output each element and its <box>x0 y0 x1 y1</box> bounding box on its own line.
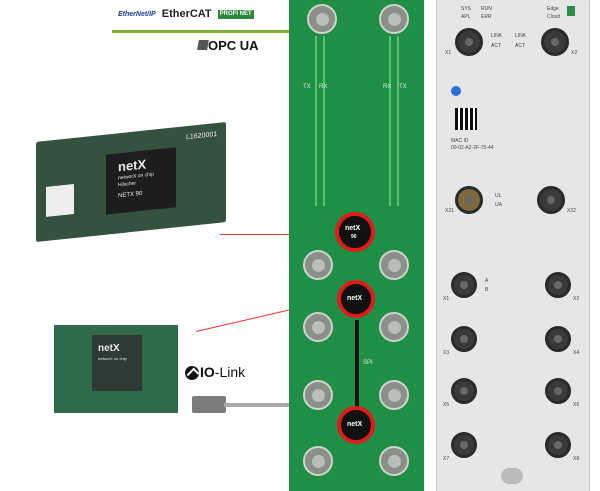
netiol-chip: netX <box>337 406 375 444</box>
pcb-label-tx-right: TX <box>399 84 407 90</box>
pcb-connector-top-right <box>379 4 409 34</box>
status-indicator <box>567 6 575 16</box>
power-port-label: X21 <box>445 208 454 214</box>
io-port-x4 <box>545 326 571 352</box>
leader-line-module <box>220 234 342 235</box>
port-led-link: LINK <box>491 33 503 39</box>
port-led-act: ACT <box>491 43 501 49</box>
pcb-connector <box>303 446 333 476</box>
pcb-connector <box>303 380 333 410</box>
io-port-label: X2 <box>573 296 580 302</box>
led-label-apl: APL <box>461 14 471 20</box>
pcb-trace <box>389 36 391 206</box>
board-subtitle: networX on chip <box>98 356 127 361</box>
iolink-logo: IO-Link <box>200 364 245 380</box>
iolink-prefix: IO <box>200 364 215 380</box>
led-label-err: ERR <box>481 14 492 20</box>
bluetooth-icon <box>451 86 461 96</box>
io-led-b: B <box>485 287 489 293</box>
netiol-chip: netX <box>337 280 375 318</box>
pcb-connector <box>379 312 409 342</box>
opcua-logo: OPC UA <box>208 38 259 53</box>
iolink-suffix: -Link <box>214 364 246 380</box>
netx-board: netX networX on chip <box>54 325 178 413</box>
io-port-label: X1 <box>443 296 450 302</box>
mac-value: 00-02-A2-2F-75-44 <box>451 145 494 151</box>
led-label-edge: Edge <box>547 6 559 12</box>
ethernetip-logo: EtherNet/IP <box>118 10 156 18</box>
pcb-label-rx-right: RX <box>383 84 392 90</box>
chip-brand: netX <box>347 295 363 302</box>
pcb-trace <box>315 36 317 206</box>
spi-bus <box>355 320 359 410</box>
io-port-x2 <box>545 272 571 298</box>
io-port-label: X7 <box>443 456 450 462</box>
pcb-connector-top-left <box>307 4 337 34</box>
io-port-x6 <box>545 378 571 404</box>
power-port-label: X22 <box>567 208 576 214</box>
pcb-trace <box>397 36 399 206</box>
led-label-cloud: Cloud <box>547 14 561 20</box>
netx90-chip: netX 90 <box>335 212 375 252</box>
ethercat-logo: EtherCAT <box>161 8 212 20</box>
power-led-ua: UA <box>495 202 502 208</box>
port-led-act: ACT <box>515 43 525 49</box>
io-device: SYS APL RUN ERR Edge Cloud X1 LINK ACT L… <box>436 0 590 491</box>
pcb-trace <box>323 36 325 206</box>
accent-line <box>112 30 296 33</box>
io-port-x1 <box>451 272 477 298</box>
pcb-connector <box>379 446 409 476</box>
pcb-connector <box>379 380 409 410</box>
mounting-hole <box>501 468 523 484</box>
io-port-x8 <box>545 432 571 458</box>
iolink-cable <box>224 403 304 407</box>
io-led-a: A <box>485 278 489 284</box>
ethernet-port <box>455 28 483 56</box>
protocol-logos: EtherNet/IP EtherCAT PROFI NET <box>118 8 254 20</box>
io-port-label: X5 <box>443 402 450 408</box>
io-port-x5 <box>451 378 477 404</box>
mac-label: MAC ID <box>451 138 469 144</box>
module-brand: netX <box>118 156 147 175</box>
board-chip <box>92 335 142 391</box>
power-port <box>537 186 565 214</box>
power-led-ul: UL <box>495 193 502 199</box>
io-port-x7 <box>451 432 477 458</box>
chip-brand: netX <box>347 421 363 428</box>
board-brand: netX <box>98 343 120 354</box>
led-label-sys: SYS <box>461 6 472 12</box>
ethernet-port <box>541 28 569 56</box>
io-port-label: X6 <box>573 402 580 408</box>
chip-model: 90 <box>351 234 357 240</box>
pcb-connector <box>379 250 409 280</box>
qr-code <box>455 108 477 130</box>
io-port-label: X8 <box>573 456 580 462</box>
port-led-link: LINK <box>515 33 527 39</box>
power-port <box>455 186 483 214</box>
port-label-x1: X1 <box>445 50 452 56</box>
pcb-connector <box>303 250 333 280</box>
netx90-module: netX networX on chip Hilscher NETX 90 L1… <box>36 122 226 242</box>
iolink-icon <box>185 366 199 380</box>
module-label-sticker <box>46 183 74 217</box>
pcb: TX RX RX TX netX 90 netX SPI netX <box>289 0 424 491</box>
pcb-label-spi: SPI <box>363 360 373 366</box>
chip-brand: netX <box>345 225 361 232</box>
io-port-x3 <box>451 326 477 352</box>
pcb-label-rx-left: RX <box>319 84 328 90</box>
profinet-logo: PROFI NET <box>217 9 254 19</box>
io-port-label: X3 <box>443 350 450 356</box>
pcb-label-tx-left: TX <box>303 84 311 90</box>
iolink-sensor <box>192 396 226 413</box>
io-port-label: X4 <box>573 350 580 356</box>
port-label-x2: X2 <box>571 50 578 56</box>
led-label-run: RUN <box>481 6 492 12</box>
pcb-connector <box>303 312 333 342</box>
